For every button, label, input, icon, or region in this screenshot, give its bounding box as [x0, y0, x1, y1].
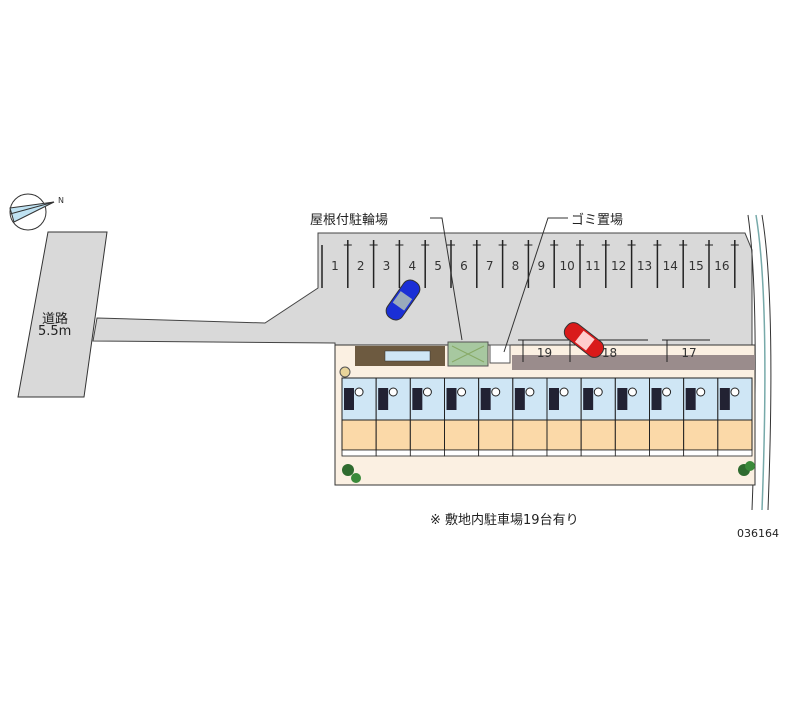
- stairs: [344, 388, 354, 410]
- garbage-label: ゴミ置場: [571, 213, 624, 228]
- bicycle-rack: [384, 350, 431, 362]
- apartment-unit: [409, 377, 446, 457]
- stairs: [583, 388, 594, 410]
- curb-line: [755, 214, 766, 511]
- stairs: [514, 388, 525, 410]
- leader-line: [430, 217, 463, 341]
- apartment-unit: [512, 377, 548, 457]
- parking-note: ※ 敷地内駐車場19台有り: [430, 513, 579, 528]
- stairs: [651, 388, 662, 410]
- parking-stall-3: 3: [383, 259, 391, 273]
- parking-stall-15: 15: [688, 259, 703, 273]
- parking-stall-2: 2: [357, 259, 365, 273]
- apartment-unit: [649, 377, 685, 457]
- car-blue-icon: [385, 279, 421, 321]
- toilet-icon: [559, 387, 569, 397]
- trim-strip: [512, 355, 755, 370]
- parking-stall-1: 1: [331, 259, 339, 273]
- property-code: 036164: [737, 527, 779, 540]
- parking-stall-8: 8: [512, 259, 520, 273]
- toilet-icon: [354, 387, 364, 397]
- stairs: [617, 388, 628, 410]
- apartment-unit: [614, 377, 650, 457]
- curb-line: [761, 214, 772, 511]
- car-red-icon: [563, 322, 605, 358]
- toilet-icon: [662, 387, 672, 397]
- parking-stall-12: 12: [611, 259, 626, 273]
- stairs: [480, 388, 491, 410]
- compass-north-label: N: [58, 196, 64, 205]
- parking-stall-5: 5: [434, 259, 442, 273]
- shrub-icon: [342, 464, 361, 483]
- parking-stall-10: 10: [559, 259, 574, 273]
- parking-stall-18: 18: [602, 346, 617, 360]
- apartment-unit: [717, 377, 753, 457]
- stairs: [719, 388, 730, 410]
- parking-stall-11: 11: [585, 259, 600, 273]
- toilet-icon: [422, 387, 432, 397]
- toilet-icon: [457, 387, 467, 397]
- apartment-unit: [683, 377, 719, 457]
- public-road: [17, 231, 108, 398]
- parking-stall-6: 6: [460, 259, 468, 273]
- stairs: [412, 388, 423, 410]
- toilet-icon: [491, 387, 501, 397]
- toilet-icon: [525, 387, 535, 397]
- apartment-unit: [444, 377, 480, 457]
- apartment-unit: [546, 377, 582, 457]
- toilet-icon: [730, 387, 740, 397]
- apartment-unit: [478, 377, 514, 457]
- apartment-unit: [580, 377, 616, 457]
- apartment-unit: [341, 377, 377, 457]
- parking-stall-16: 16: [714, 259, 729, 273]
- apartment-unit: [375, 377, 411, 457]
- toilet-icon: [627, 387, 637, 397]
- toilet-icon: [696, 387, 706, 397]
- parking-stall-17: 17: [681, 346, 696, 360]
- bicycle-parking-label: 屋根付駐輪場: [310, 213, 389, 228]
- parking-stall-7: 7: [486, 259, 494, 273]
- road-width-label: 5.5m: [38, 324, 72, 339]
- garbage-area: [489, 344, 511, 364]
- parking-stall-4: 4: [408, 259, 416, 273]
- shrub-icon: [738, 461, 755, 476]
- parking-stall-19: 19: [537, 346, 552, 360]
- toilet-icon: [388, 387, 398, 397]
- toilet-icon: [593, 387, 603, 397]
- stairs: [446, 388, 457, 410]
- parking-stall-13: 13: [637, 259, 652, 273]
- leader-line: [503, 217, 568, 353]
- compass-icon: N: [9, 193, 64, 231]
- building: [341, 377, 753, 457]
- parking-stall-14: 14: [663, 259, 678, 273]
- parking-stall-9: 9: [537, 259, 545, 273]
- stairs: [378, 388, 389, 410]
- tree-icon: [339, 366, 351, 378]
- road-name-label: 道路: [42, 312, 69, 327]
- storage-mark: [451, 345, 485, 363]
- stairs: [549, 388, 559, 410]
- stairs: [685, 388, 696, 410]
- parking-lot: [92, 232, 753, 363]
